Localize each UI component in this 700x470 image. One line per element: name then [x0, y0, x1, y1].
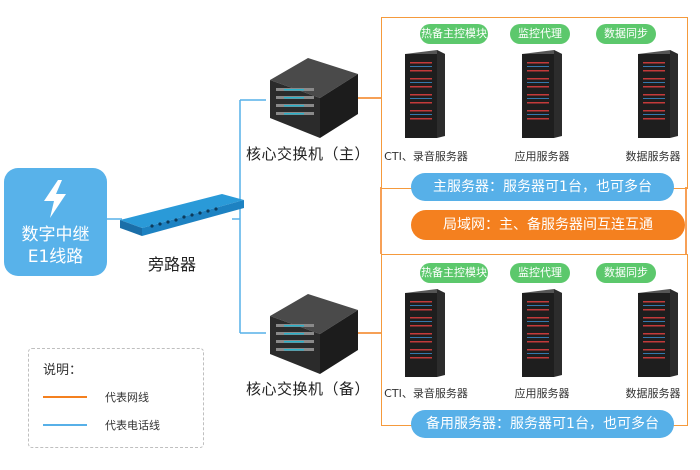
- module-monitor-agent: 监控代理: [510, 263, 570, 283]
- e1-line-box: 数字中继 E1线路: [4, 168, 107, 276]
- server-label-cti: CTI、录音服务器: [384, 150, 468, 163]
- legend-network-label: 代表网线: [105, 391, 149, 404]
- lan-label: 局域网：主、备服务器间互连互通: [411, 210, 685, 240]
- backup-server-footer: 备用服务器：服务器可1台，也可多台: [411, 410, 674, 438]
- module-monitor-agent: 监控代理: [510, 24, 570, 44]
- bypass-device-icon: [120, 194, 244, 236]
- e1-label-line2: E1线路: [27, 247, 84, 267]
- server-rack-icon: [405, 289, 445, 377]
- bypass-label: 旁路器: [148, 255, 197, 274]
- main-server-footer: 主服务器：服务器可1台，也可多台: [411, 173, 674, 201]
- server-label-data: 数据服务器: [625, 387, 681, 400]
- server-rack-icon: [638, 50, 678, 138]
- module-data-sync: 数据同步: [596, 263, 656, 283]
- server-rack-icon: [522, 50, 562, 138]
- core-switch-main-label: 核心交换机（主）: [246, 145, 371, 163]
- module-hot-standby: 热备主控模块: [420, 24, 488, 44]
- server-rack-icon: [638, 289, 678, 377]
- legend-phone-line: [43, 424, 87, 426]
- core-switch-backup-label: 核心交换机（备）: [246, 380, 371, 398]
- server-label-app: 应用服务器: [514, 150, 570, 163]
- module-hot-standby: 热备主控模块: [420, 263, 488, 283]
- main-server-group: 热备主控模块 监控代理 数据同步: [381, 17, 688, 189]
- legend: 说明： 代表网线 代表电话线: [28, 348, 204, 448]
- module-data-sync: 数据同步: [596, 24, 656, 44]
- backup-server-group: 热备主控模块 监控代理 数据同步: [381, 254, 688, 426]
- server-label-data: 数据服务器: [625, 150, 681, 163]
- legend-phone-label: 代表电话线: [105, 419, 160, 432]
- e1-label-line1: 数字中继: [21, 225, 90, 245]
- legend-network-line: [43, 396, 87, 398]
- server-label-cti: CTI、录音服务器: [384, 387, 468, 400]
- server-label-app: 应用服务器: [514, 387, 570, 400]
- legend-title: 说明：: [43, 363, 83, 378]
- server-rack-icon: [405, 50, 445, 138]
- server-rack-icon: [522, 289, 562, 377]
- core-switch-main-icon: [270, 58, 358, 138]
- e1-label: 数字中继 E1线路: [4, 224, 107, 268]
- lightning-icon: [44, 180, 66, 218]
- core-switch-backup-icon: [270, 294, 358, 374]
